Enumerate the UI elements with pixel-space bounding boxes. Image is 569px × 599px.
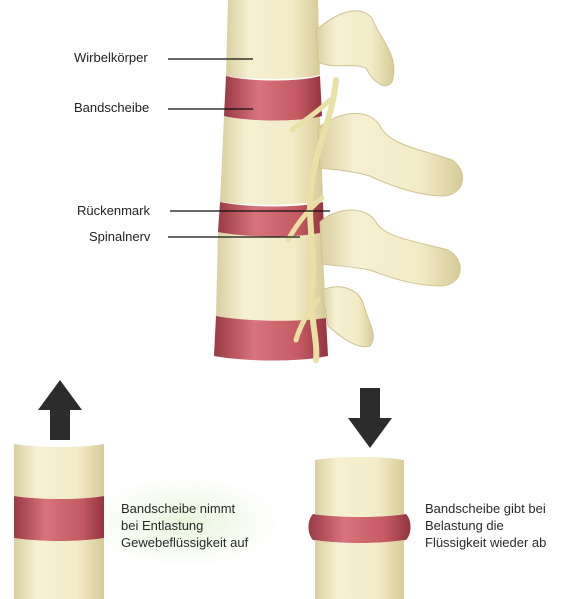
vertebra-2 <box>220 116 323 205</box>
label-wirbelkoerper: Wirbelkörper <box>74 50 148 65</box>
label-bandscheibe: Bandscheibe <box>74 100 149 115</box>
caption-load-line-3: Flüssigkeit wieder ab <box>425 534 546 551</box>
caption-load-line-2: Belastung die <box>425 517 546 534</box>
caption-load-line-1: Bandscheibe gibt bei <box>425 500 546 517</box>
disc-left <box>14 496 104 541</box>
label-spinalnerv: Spinalnerv <box>89 229 150 244</box>
articular-process <box>322 287 373 347</box>
vertebra-1 <box>226 0 320 79</box>
spinous-process-3 <box>320 210 460 286</box>
disc-right <box>309 514 411 543</box>
label-rueckenmark: Rückenmark <box>77 203 150 218</box>
caption-load: Bandscheibe gibt bei Belastung die Flüss… <box>425 500 546 551</box>
spinous-process-2 <box>318 113 462 196</box>
spinous-process-1 <box>316 11 394 86</box>
caption-unload: Bandscheibe nimmt bei Entlastung Gewebef… <box>121 500 248 551</box>
arrow-up-icon <box>38 380 82 440</box>
disc-1 <box>224 76 322 121</box>
vertebral-column <box>214 0 462 361</box>
unloaded-segment <box>14 380 280 599</box>
caption-unload-line-1: Bandscheibe nimmt <box>121 500 248 517</box>
vertebra-left-upper <box>14 444 104 499</box>
arrow-down-icon <box>348 388 392 448</box>
caption-unload-line-2: bei Entlastung <box>121 517 248 534</box>
vertebra-right-upper <box>315 457 404 517</box>
vertebra-right-lower <box>315 540 404 599</box>
loaded-segment <box>309 388 411 599</box>
vertebra-left-lower <box>14 538 104 599</box>
caption-unload-line-3: Gewebeflüssigkeit auf <box>121 534 248 551</box>
